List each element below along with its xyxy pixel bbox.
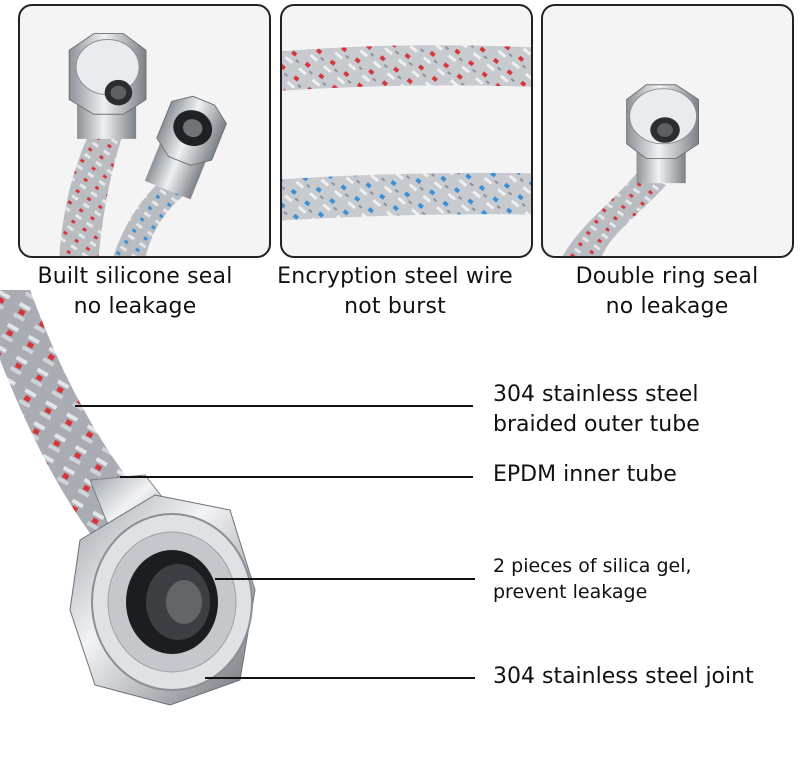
panel-double-ring-seal	[541, 4, 794, 258]
callout-line: 2 pieces of silica gel,	[493, 555, 692, 577]
callout-joint: 304 stainless steel joint	[493, 662, 754, 692]
caption-line: no leakage	[605, 294, 729, 319]
callout-outer-tube: 304 stainless steel braided outer tube	[493, 380, 700, 440]
hose-fittings-image	[59, 33, 227, 256]
caption-line: Encryption steel wire	[277, 264, 513, 289]
hose-closeup-image	[0, 290, 256, 706]
callout-line: prevent leakage	[493, 581, 648, 603]
leader-inner-tube	[120, 476, 473, 478]
leader-joint	[205, 677, 475, 679]
single-fitting-image	[562, 84, 699, 256]
panel-steel-wire	[280, 4, 533, 258]
braided-hose-image	[282, 45, 531, 221]
callout-silica-gel: 2 pieces of silica gel, prevent leakage	[493, 553, 692, 605]
callout-line: EPDM inner tube	[493, 462, 677, 487]
caption-line: Built silicone seal	[37, 264, 233, 289]
panel-silicone-seal	[18, 4, 271, 258]
caption-steel-wire: Encryption steel wire not burst	[260, 262, 530, 322]
caption-line: no leakage	[73, 294, 197, 319]
caption-double-ring-seal: Double ring seal no leakage	[532, 262, 800, 322]
callout-inner-tube: EPDM inner tube	[493, 460, 677, 490]
leader-silica-gel	[215, 578, 475, 580]
caption-line: Double ring seal	[575, 264, 759, 289]
callout-line: 304 stainless steel	[493, 382, 699, 407]
caption-silicone-seal: Built silicone seal no leakage	[0, 262, 270, 322]
callout-line: 304 stainless steel joint	[493, 664, 754, 689]
caption-line: not burst	[344, 294, 446, 319]
leader-outer-tube	[75, 405, 473, 407]
callout-line: braided outer tube	[493, 412, 700, 437]
